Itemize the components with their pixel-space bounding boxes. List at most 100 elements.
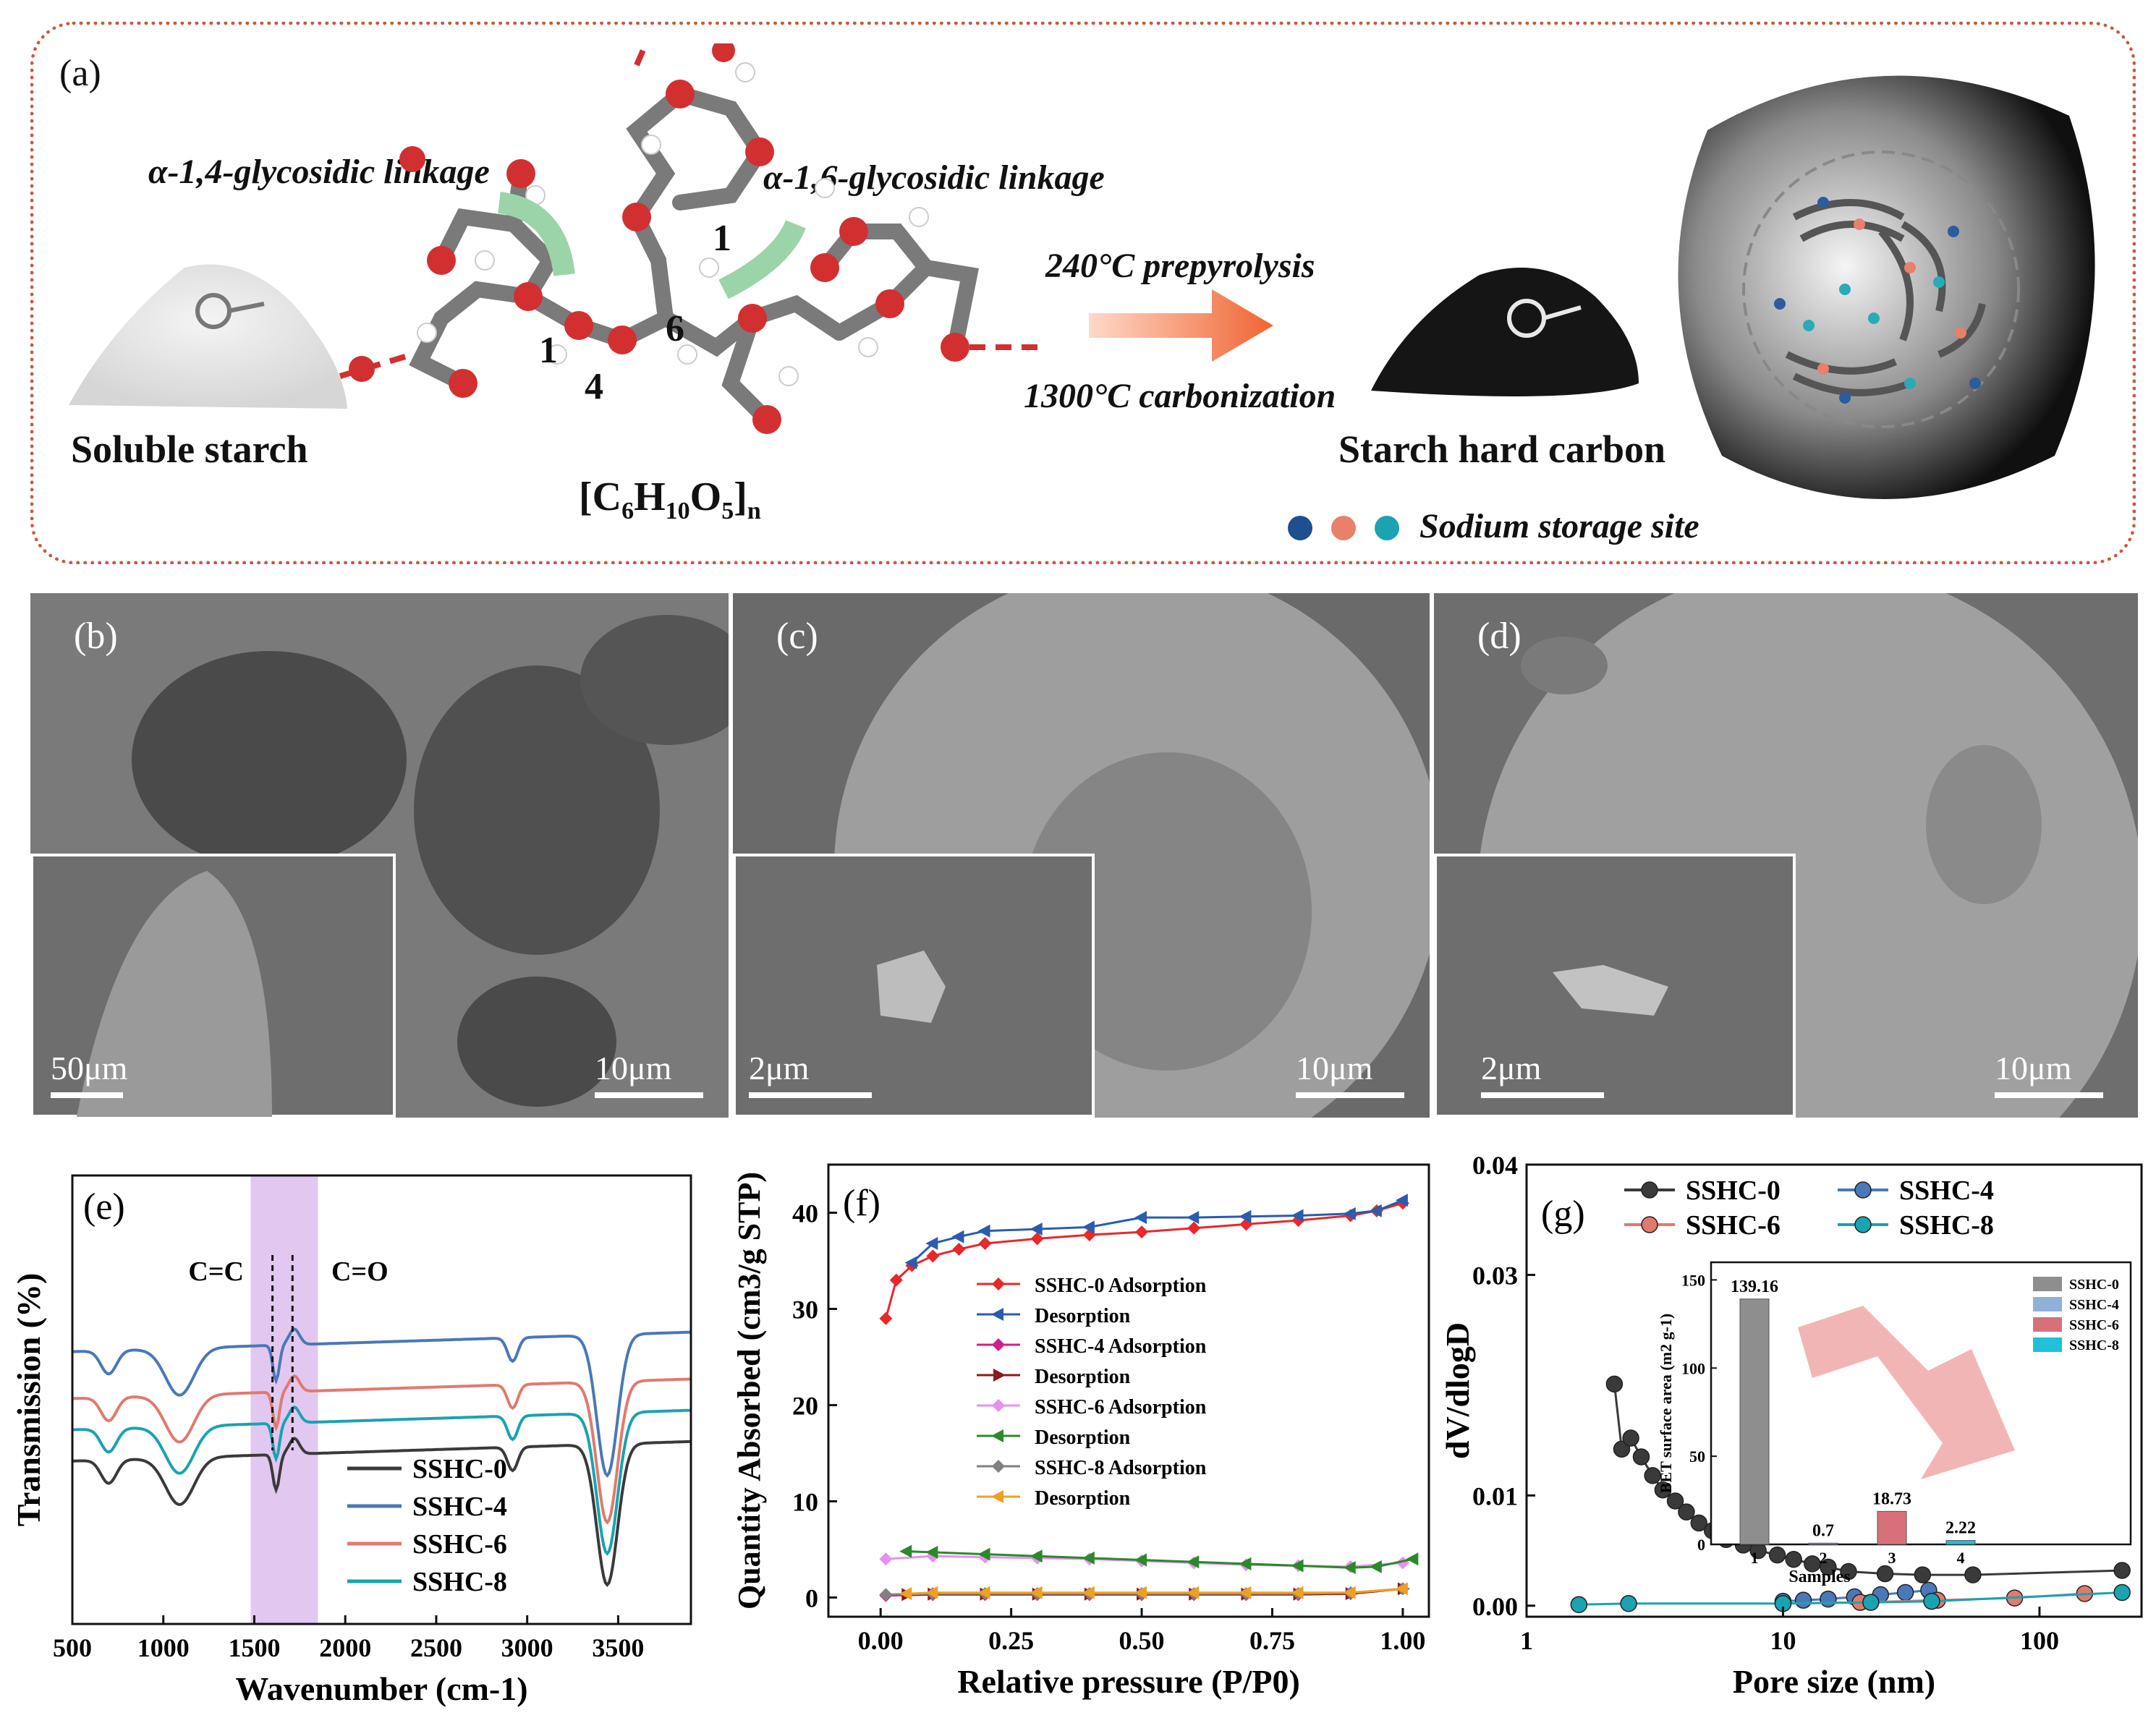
inset-bar: [1877, 1510, 1907, 1545]
psd-point: [1820, 1558, 1837, 1576]
psd-point: [1654, 1481, 1672, 1499]
panel-label: (e): [83, 1186, 125, 1228]
isotherm-point: [1239, 1586, 1252, 1599]
isotherm-point: [1239, 1209, 1252, 1223]
psd-point: [1840, 1562, 1857, 1581]
isotherm-point: [1082, 1586, 1095, 1599]
inset-x-tick-label: 3: [1888, 1549, 1896, 1567]
legend-label: SSHC-6: [1686, 1210, 1781, 1241]
panel-a-frame: [30, 22, 2136, 564]
y-tick-label: 30: [792, 1295, 818, 1324]
starch-molecule-model: [339, 43, 1042, 434]
x-tick-label: 2000: [319, 1633, 371, 1662]
x-tick-label: 0.75: [1249, 1626, 1295, 1655]
legend-marker: [991, 1308, 1003, 1321]
sem-b-inset: [30, 854, 396, 1118]
inset-legend-swatch: [2033, 1338, 2062, 1352]
isotherm-point: [951, 1230, 964, 1243]
isotherm-point: [926, 1249, 940, 1263]
sem-c-inset-scale-label: 2μm: [749, 1050, 810, 1086]
legend-marker: [993, 1369, 1006, 1382]
sem-panel-c: (c) 2μm 10μm: [733, 593, 1430, 1118]
inset-arrow-icon: [1798, 1306, 2015, 1479]
legend-marker: [992, 1338, 1005, 1351]
legend-label: SSHC-8: [412, 1567, 507, 1597]
y-tick-label: 0: [805, 1583, 818, 1612]
inset-y-tick-label: 0: [1697, 1536, 1705, 1554]
co-annotation: C=O: [331, 1256, 389, 1287]
atom-number-6: 6: [666, 308, 684, 349]
psd-point: [1862, 1594, 1880, 1611]
starch-formula: [C6H10O5]n: [579, 475, 761, 525]
psd-point: [1785, 1550, 1802, 1568]
isotherm-point: [1239, 1557, 1252, 1570]
carbonization-label: 1300°C carbonization: [1024, 377, 1336, 415]
sem-d-scale-bar: [1995, 1092, 2103, 1098]
hard-carbon-sphere-model: [1678, 75, 2095, 500]
x-tick-label: 1000: [137, 1633, 190, 1662]
inset-bar-value-label: 0.7: [1812, 1521, 1834, 1540]
legend-label: SSHC-8: [1899, 1210, 1994, 1241]
inset-x-tick-label: 2: [1820, 1549, 1828, 1567]
legend-label: SSHC-6 Adsorption: [1035, 1396, 1207, 1419]
isotherm-point: [925, 1545, 938, 1559]
alpha-14-linkage-label: α-1,4-glycosidic linkage: [148, 153, 490, 191]
process-arrow-icon: [1089, 289, 1273, 362]
psd-point: [1896, 1583, 1914, 1602]
isotherm-point: [1134, 1586, 1147, 1599]
sem-b-inset-scale-bar: [51, 1092, 123, 1098]
inset-legend-swatch: [2033, 1297, 2062, 1311]
soluble-starch-powder-image: [69, 264, 347, 409]
sem-b-scale-label: 10μm: [595, 1050, 672, 1086]
sem-d-inset-scale-label: 2μm: [1481, 1050, 1542, 1086]
x-axis-label: Relative pressure (P/P0): [957, 1663, 1300, 1700]
sodium-site-legend-icon: [1288, 516, 1399, 540]
psd-point: [1622, 1429, 1639, 1447]
x-tick-label: 3000: [501, 1633, 553, 1662]
legend-label: Desorption: [1035, 1366, 1131, 1388]
sem-b-scale-bar: [595, 1092, 703, 1098]
psd-point: [1820, 1590, 1837, 1608]
inset-legend-swatch: [2033, 1277, 2062, 1291]
legend-label: Desorption: [1035, 1487, 1131, 1510]
legend-label: Desorption: [1035, 1426, 1131, 1449]
inset-legend-label: SSHC-4: [2069, 1297, 2119, 1313]
sem-b-inset-scale-label: 50μm: [51, 1050, 128, 1086]
atom-number-1b: 1: [713, 218, 731, 259]
inset-bar-value-label: 18.73: [1872, 1489, 1911, 1508]
y-tick-label: 20: [792, 1391, 818, 1420]
isotherm-point: [879, 1552, 893, 1566]
psd-point: [1678, 1503, 1695, 1521]
sem-d-inset: [1434, 854, 1796, 1118]
panel-a-label: (a): [59, 53, 101, 94]
inset-x-tick-label: 4: [1957, 1549, 1965, 1567]
isotherm-point: [1291, 1559, 1304, 1573]
isotherm-point: [1134, 1553, 1147, 1567]
sem-d-inset-scale-bar: [1481, 1092, 1604, 1098]
isotherm-point: [1187, 1221, 1201, 1235]
atom-number-4: 4: [585, 366, 603, 407]
highlight-band: [250, 1175, 318, 1624]
x-tick-label: 100: [2020, 1626, 2059, 1655]
inset-bar-value-label: 139.16: [1731, 1277, 1778, 1296]
y-axis-label: Quantity Absorbed (cm3/g STP): [731, 1172, 767, 1609]
legend-marker: [992, 1277, 1005, 1290]
y-tick-label: 0.01: [1472, 1481, 1518, 1510]
x-tick-label: 1500: [228, 1633, 280, 1662]
x-tick-label: 2500: [410, 1633, 462, 1662]
isotherm-point: [1395, 1582, 1408, 1596]
ftir-line-sshc-0: [72, 1437, 692, 1588]
panel-d-label: (d): [1477, 616, 1521, 657]
psd-point: [1768, 1546, 1786, 1564]
isotherm-point: [1291, 1586, 1304, 1599]
panel-label: (f): [843, 1183, 880, 1224]
sem-c-inset-scale-bar: [749, 1092, 872, 1098]
y-tick-label: 40: [792, 1199, 818, 1228]
sem-d-inset-image: [1553, 965, 1668, 1016]
ftir-line-sshc-6: [72, 1374, 692, 1525]
isotherm-point: [1082, 1220, 1095, 1234]
legend-marker: [991, 1490, 1003, 1503]
isotherm-point: [1395, 1194, 1408, 1207]
y-tick-label: 0.03: [1472, 1261, 1518, 1290]
